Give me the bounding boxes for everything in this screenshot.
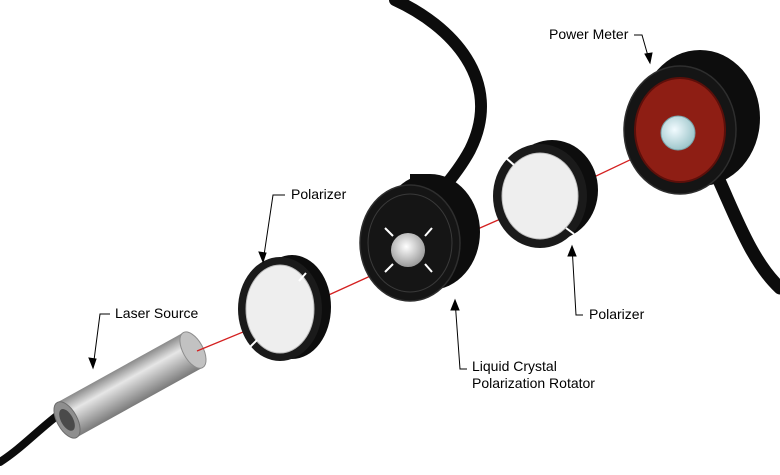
polarizer-axis-mark bbox=[505, 157, 515, 166]
rotator-cable bbox=[389, 0, 487, 198]
power-meter bbox=[623, 50, 760, 195]
polarizer-axis-mark bbox=[249, 339, 258, 348]
leader-polarizer-left bbox=[262, 194, 285, 263]
label-lc-line1: Liquid Crystal bbox=[472, 358, 557, 374]
polarizer-axis-mark bbox=[298, 272, 307, 282]
arrowhead bbox=[567, 244, 577, 257]
label-lc-rotator: Liquid Crystal Polarization Rotator bbox=[472, 358, 595, 392]
laser-source bbox=[53, 331, 207, 439]
label-polarizer-right: Polarizer bbox=[589, 306, 645, 322]
rotator-mark bbox=[384, 263, 394, 273]
leader-lc bbox=[454, 299, 467, 370]
label-power-meter: Power Meter bbox=[549, 26, 629, 42]
lc-polarization-rotator bbox=[359, 174, 480, 302]
rotator-mark bbox=[384, 227, 394, 237]
rotator-mark bbox=[424, 227, 433, 237]
polarizer-left bbox=[238, 255, 331, 361]
arrowhead bbox=[450, 298, 460, 311]
laser-cable bbox=[0, 408, 66, 466]
arrowhead bbox=[258, 251, 267, 264]
arrowhead bbox=[644, 52, 653, 65]
polarizer-axis-mark bbox=[565, 227, 575, 235]
arrowhead bbox=[88, 357, 97, 370]
label-laser-source: Laser Source bbox=[115, 305, 199, 321]
rotator-mark bbox=[424, 263, 433, 273]
leader-arrows bbox=[88, 34, 653, 370]
polarizer-right bbox=[493, 140, 598, 248]
label-polarizer-left: Polarizer bbox=[291, 186, 347, 202]
power-meter-cable bbox=[711, 171, 780, 295]
leader-laser bbox=[92, 313, 110, 369]
label-lc-line2: Polarization Rotator bbox=[472, 375, 595, 391]
leader-polarizer-right bbox=[571, 245, 583, 316]
